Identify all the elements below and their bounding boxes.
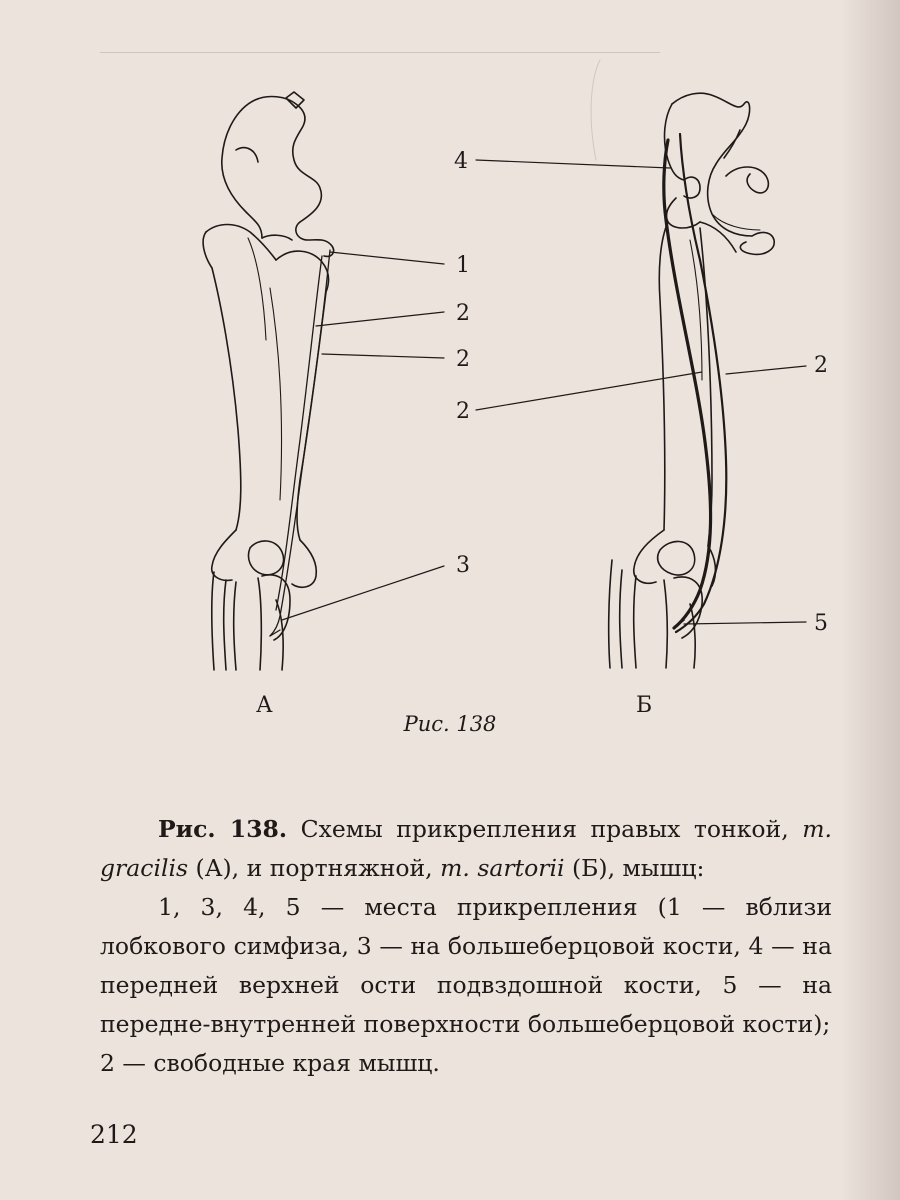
page-number: 212 [90, 1120, 138, 1149]
description-free-edges: 2 — свободные края мышц. [100, 1049, 440, 1077]
gracilis-muscle [269, 249, 331, 637]
label-a3: 3 [456, 553, 470, 578]
gracilis-term: m. gracilis [100, 815, 832, 882]
sartorius-muscle [662, 132, 728, 634]
label-a2-bottom: 2 [456, 347, 470, 372]
bleed-through-header [100, 22, 660, 53]
page-edge-shadow [840, 0, 900, 1200]
anatomy-figure: 1 2 2 3 4 2 2 5 А Б [202, 59, 828, 718]
label-b4: 4 [454, 149, 468, 174]
title-part-1: Схемы прикрепления правых тонкой, [287, 815, 803, 843]
panel-b-bones [590, 59, 775, 669]
panel-b-leaders [475, 159, 807, 625]
description-body: 1, 3, 4, 5 — места прикрепления (1 — вбл… [100, 893, 832, 1038]
panel-a-bones [202, 91, 335, 671]
title-bold: Рис. 138. [158, 815, 288, 843]
title-part-2: (А), и портняжной, [188, 854, 441, 882]
label-b2-right: 2 [814, 353, 828, 378]
title-part-3: (Б), мышц: [564, 854, 705, 882]
figure-description: Рис. 138. Схемы прикрепления правых тонк… [100, 810, 832, 1083]
label-a2-top: 2 [456, 301, 470, 326]
panel-a-letter: А [256, 693, 273, 718]
figure-caption: Рис. 138 [403, 712, 497, 736]
label-a1: 1 [456, 253, 470, 278]
description-title: Рис. 138. Схемы прикрепления правых тонк… [100, 810, 832, 888]
label-b2-left: 2 [456, 399, 470, 424]
sartorii-term: m. sartorii [440, 854, 565, 882]
label-b5: 5 [814, 611, 828, 636]
panel-a-leaders [281, 251, 445, 621]
panel-b-letter: Б [636, 693, 652, 718]
